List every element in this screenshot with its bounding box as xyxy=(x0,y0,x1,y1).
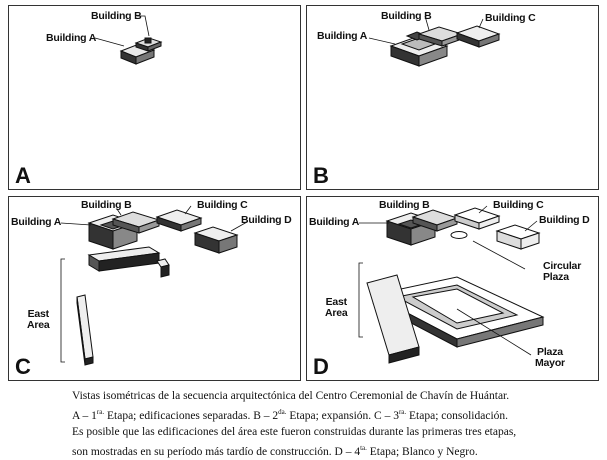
east-area-shape xyxy=(366,274,420,364)
figure-caption: Vistas isométricas de la secuencia arqui… xyxy=(72,388,602,460)
panel-d: Building B Building C Building A Buildin… xyxy=(306,196,599,381)
building-d-shape xyxy=(495,224,541,250)
panel-letter-b: B xyxy=(313,163,329,188)
panel-b-drawing xyxy=(368,15,501,67)
label-plaza-mayor-line1: Plaza xyxy=(537,346,563,358)
label-building-a: Building A xyxy=(11,216,62,228)
label-building-c: Building C xyxy=(485,12,536,24)
caption-line-2b: Etapa; edificaciones separadas. B – 2 xyxy=(104,410,279,423)
building-c-shape xyxy=(155,209,203,232)
label-circular-plaza: Circular Plaza xyxy=(543,260,582,284)
caption-line-2c: Etapa; expansión. C – 3 xyxy=(286,410,399,423)
caption-sup-4: ta. xyxy=(360,444,367,453)
label-plaza-mayor-line2: Mayor xyxy=(535,357,565,370)
label-building-b: Building B xyxy=(381,10,432,22)
building-d-shape xyxy=(193,226,239,254)
label-building-a: Building A xyxy=(46,32,97,44)
label-building-b: Building B xyxy=(379,199,430,211)
label-building-c: Building C xyxy=(493,199,544,211)
building-c-shape xyxy=(455,25,501,48)
label-building-d: Building D xyxy=(241,214,292,226)
caption-sup-3: ra. xyxy=(398,408,407,417)
leader-lines xyxy=(60,205,248,363)
label-building-d: Building D xyxy=(539,214,590,226)
caption-sup-2: da. xyxy=(278,408,287,417)
caption-line-3: Es posible que las edificaciones del áre… xyxy=(72,426,517,439)
caption-line-2a: A – 1 xyxy=(72,410,97,423)
building-b-shape xyxy=(411,209,459,232)
label-building-c: Building C xyxy=(197,199,248,211)
label-plaza-mayor: Plaza Mayor xyxy=(535,346,565,370)
lower-platform-shape xyxy=(87,246,170,278)
building-b-shape xyxy=(111,211,161,234)
label-east-area: East Area xyxy=(27,308,50,332)
label-building-b: Building B xyxy=(91,10,142,22)
label-building-a: Building A xyxy=(309,216,360,228)
label-east-area-line2: Area xyxy=(27,319,50,332)
caption-line-4b: Etapa; Blanco y Negro. xyxy=(366,446,478,459)
panel-letter-c: C xyxy=(15,354,31,379)
caption-line-4a: son mostradas en su período más tardío d… xyxy=(72,446,361,459)
panel-a: Building B Building A A xyxy=(8,5,301,190)
caption-sup-1: ra. xyxy=(96,408,105,417)
label-circular-plaza-line1: Circular xyxy=(543,260,582,272)
circular-plaza-shape xyxy=(450,231,468,239)
panel-c-drawing xyxy=(60,205,248,366)
label-east-area-line1: East xyxy=(27,308,50,320)
label-building-b: Building B xyxy=(81,199,132,211)
panel-letter-a: A xyxy=(15,163,31,188)
caption-line-2: A – 1ra. Etapa; edificaciones separadas.… xyxy=(72,404,602,424)
label-east-area: East Area xyxy=(325,296,348,320)
caption-line-2d: Etapa; consolidación. xyxy=(406,410,509,423)
panel-letter-d: D xyxy=(313,354,329,379)
building-b-shape xyxy=(134,37,163,52)
caption-line-4: son mostradas en su período más tardío d… xyxy=(72,440,602,460)
panel-c: Building B Building C Building A Buildin… xyxy=(8,196,301,381)
leader-lines xyxy=(358,205,538,356)
caption-line-1: Vistas isométricas de la secuencia arqui… xyxy=(72,390,510,402)
label-east-area-line2: Area xyxy=(325,307,348,320)
panel-b: Building B Building C Building A B xyxy=(306,5,599,190)
east-area-shape xyxy=(76,294,94,366)
building-c-shape xyxy=(453,207,501,230)
panel-d-drawing xyxy=(358,205,545,364)
label-building-a: Building A xyxy=(317,30,368,42)
leader-lines xyxy=(368,15,484,45)
panel-a-drawing xyxy=(94,15,163,65)
label-east-area-line1: East xyxy=(325,296,348,308)
leader-lines xyxy=(94,15,150,47)
label-circular-plaza-line2: Plaza xyxy=(543,271,569,284)
